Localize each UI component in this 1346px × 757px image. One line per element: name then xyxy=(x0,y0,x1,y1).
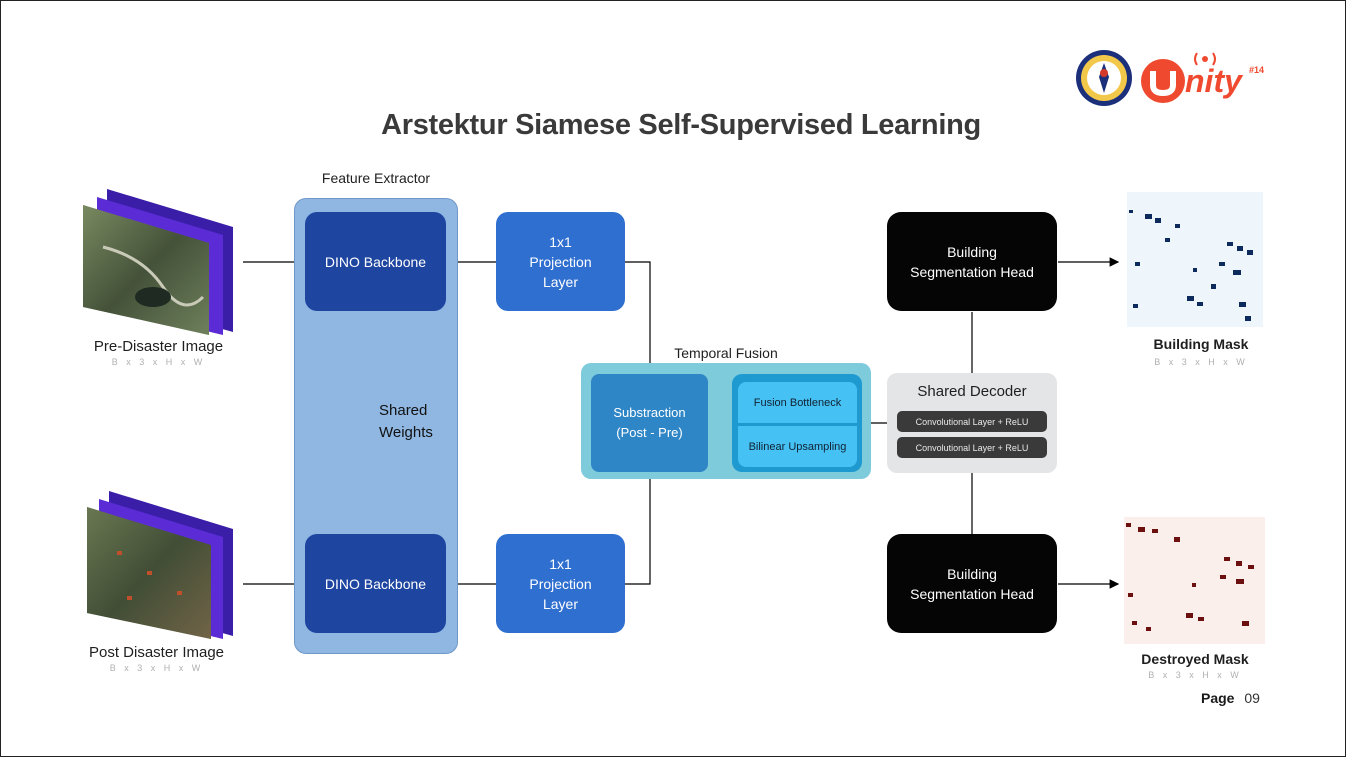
projection-layer-top: 1x1 Projection Layer xyxy=(496,212,625,311)
page-title: Arstektur Siamese Self-Supervised Learni… xyxy=(381,109,981,141)
page-indicator: Page 09 xyxy=(1201,690,1291,706)
post-disaster-dims: B x 3 x H x W xyxy=(109,663,204,673)
segmentation-head-bottom: Building Segmentation Head xyxy=(887,534,1057,633)
post-disaster-label: Post Disaster Image xyxy=(88,644,225,661)
event-logo-text: nity xyxy=(1185,63,1242,99)
dino-backbone-top: DINO Backbone xyxy=(305,212,446,311)
destroyed-mask-image xyxy=(1124,517,1265,644)
projection-layer-bottom: 1x1 Projection Layer xyxy=(496,534,625,633)
post-disaster-image-stack xyxy=(87,491,242,641)
pre-disaster-image-stack xyxy=(83,187,238,337)
event-logo-suffix: #14 xyxy=(1249,65,1265,75)
building-mask-dims: B x 3 x H x W xyxy=(1154,357,1248,367)
broadcast-icon xyxy=(1141,52,1216,103)
pre-disaster-label: Pre-Disaster Image xyxy=(93,338,224,355)
bilinear-upsampling: Bilinear Upsampling xyxy=(738,426,857,467)
shared-weights-label: Shared Weights xyxy=(379,402,433,441)
conv-layer-1: Convolutional Layer + ReLU xyxy=(897,411,1047,432)
event-logo: nity #14 xyxy=(1139,47,1279,107)
temporal-fusion-label: Temporal Fusion xyxy=(674,345,778,361)
building-mask-image xyxy=(1127,192,1263,327)
feature-extractor-label: Feature Extractor xyxy=(321,170,431,186)
subtraction-block: Substraction (Post - Pre) xyxy=(591,374,708,472)
conv-layer-2: Convolutional Layer + ReLU xyxy=(897,437,1047,458)
shared-decoder-label: Shared Decoder xyxy=(917,383,1027,400)
destroyed-mask-label: Destroyed Mask xyxy=(1141,651,1249,667)
dino-backbone-bottom: DINO Backbone xyxy=(305,534,446,633)
page-label: Page xyxy=(1201,690,1235,706)
segmentation-head-top: Building Segmentation Head xyxy=(887,212,1057,311)
fusion-bottleneck: Fusion Bottleneck xyxy=(738,382,857,423)
destroyed-mask-dims: B x 3 x H x W xyxy=(1148,670,1242,680)
university-seal-icon xyxy=(1075,49,1133,107)
building-mask-label: Building Mask xyxy=(1153,336,1249,352)
page-number: 09 xyxy=(1244,690,1260,706)
pre-disaster-dims: B x 3 x H x W xyxy=(111,357,206,367)
